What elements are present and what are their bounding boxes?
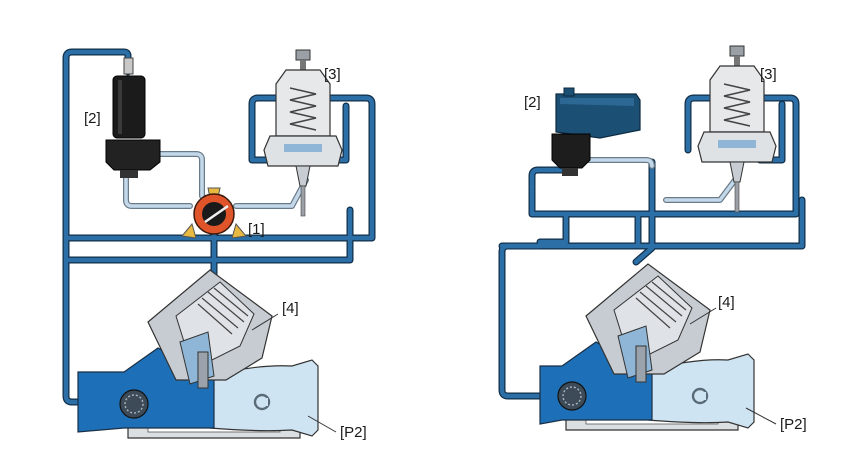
right-main-valve: [539, 263, 755, 431]
left-diagram: [2] [3] [1] [4] [P2]: [62, 48, 376, 441]
left-actuator-spring: [197, 287, 249, 335]
left-label-outlet: [P2]: [340, 424, 367, 441]
left-label-solenoid: [2]: [84, 110, 101, 127]
right-actuator-spring: [635, 281, 687, 329]
right-pressure-pilot: [697, 45, 777, 213]
right-leader-lines: [689, 307, 777, 425]
left-selector-valve: [181, 187, 247, 239]
right-label-main-valve: [4]: [718, 294, 735, 311]
right-diagram: [2] [3] [4] [P2]: [498, 45, 807, 433]
right-pilot-spring: [723, 83, 751, 127]
right-solenoid-pilot: [551, 87, 641, 176]
right-label-outlet: [P2]: [780, 416, 807, 433]
left-label-selector: [1]: [248, 221, 265, 238]
left-pilot-tubing: [62, 48, 376, 406]
right-label-pressure-pilot: [3]: [760, 66, 777, 83]
right-label-solenoid: [2]: [524, 94, 541, 111]
left-label-pressure-pilot: [3]: [324, 66, 341, 83]
left-pilot-spring: [289, 87, 317, 131]
left-solenoid-pilot: [105, 57, 161, 178]
left-leader-lines: [251, 313, 337, 433]
left-pressure-pilot: [263, 49, 343, 217]
left-main-valve: [77, 269, 319, 439]
left-label-main-valve: [4]: [282, 300, 299, 317]
